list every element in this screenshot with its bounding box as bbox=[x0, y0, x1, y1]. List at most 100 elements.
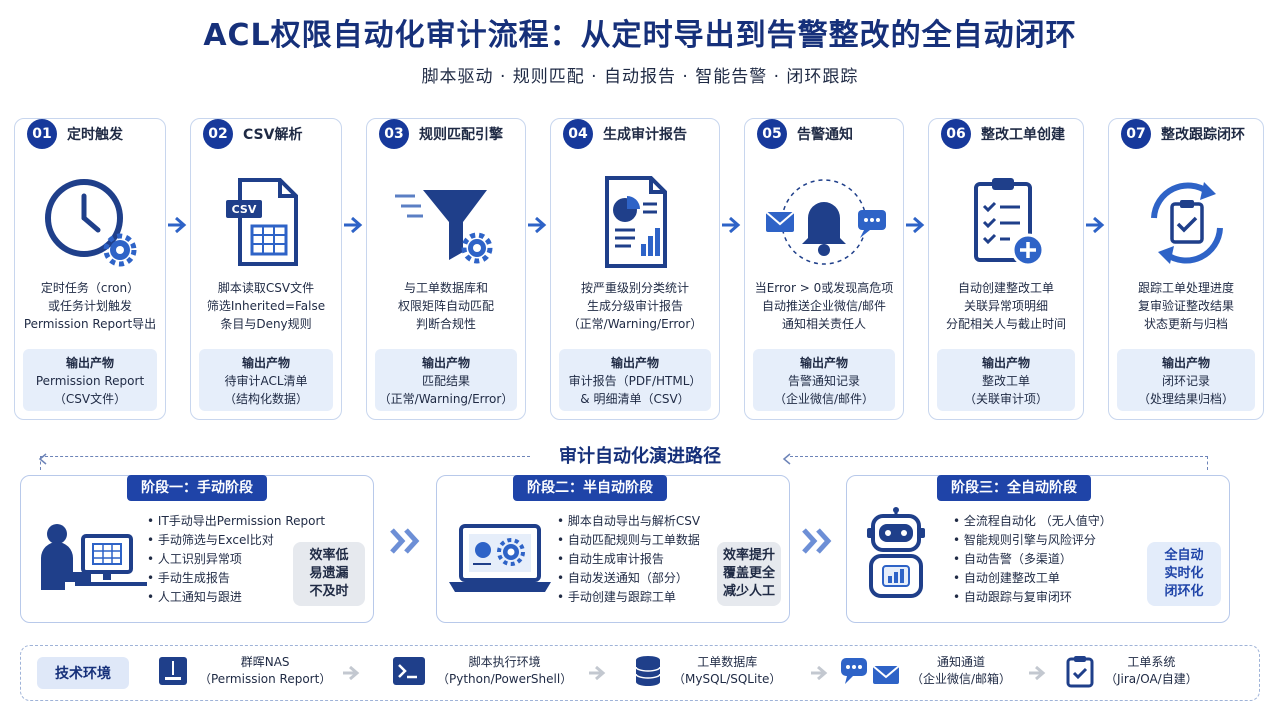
step-title: 整改跟踪闭环 bbox=[1161, 127, 1245, 143]
step-title: 整改工单创建 bbox=[981, 127, 1065, 143]
stage-card-2: 阶段二：半自动阶段 脚本自动导出与解析CSV 自动匹配规则与工单数据 自动生成审… bbox=[436, 475, 790, 623]
tech-text: （MySQL/SQLite） bbox=[673, 672, 782, 686]
step-desc-line: 条目与Deny规则 bbox=[220, 317, 312, 331]
note-line: 实时化 bbox=[1164, 566, 1204, 581]
person-computer-icon bbox=[35, 520, 155, 604]
note-line: 全自动 bbox=[1164, 548, 1204, 563]
tech-item-script-env: 脚本执行环境 （Python/PowerShell） bbox=[391, 654, 572, 688]
list-item: 人工通知与跟进 bbox=[147, 588, 325, 607]
csv-file-icon: CSV bbox=[191, 167, 341, 277]
nas-icon bbox=[159, 657, 187, 685]
clock-gear-icon bbox=[15, 167, 165, 277]
list-item: 自动匹配规则与工单数据 bbox=[557, 531, 700, 550]
step-output: 输出产物 闭环记录 （处理结果归档） bbox=[1117, 349, 1255, 411]
stage-list: 全流程自动化 （无人值守） 智能规则引擎与风险评分 自动告警（多渠道） 自动创建… bbox=[953, 512, 1112, 607]
step-output: 输出产物 告警通知记录 （企业微信/邮件） bbox=[753, 349, 895, 411]
funnel-gear-icon bbox=[367, 167, 525, 277]
dashed-arrow-left-icon bbox=[38, 453, 47, 465]
step-desc-line: 状态更新与归档 bbox=[1143, 317, 1228, 331]
output-line: 闭环记录 bbox=[1161, 374, 1210, 388]
step-card-6: 06 整改工单创建 自动创建整改工单 关联异常项明细 分配相关人与截止时间 输出… bbox=[928, 118, 1084, 420]
step-title: 定时触发 bbox=[67, 127, 123, 143]
flow-arrow-icon bbox=[722, 216, 741, 234]
step-card-2: 02 CSV解析 CSV 脚本读取CSV文件 筛选Inherited=False… bbox=[190, 118, 342, 420]
step-desc-line: 复审验证整改结果 bbox=[1137, 299, 1234, 313]
note-line: 减少人工 bbox=[722, 584, 775, 599]
csv-badge-text: CSV bbox=[232, 203, 257, 216]
double-chevron-icon bbox=[390, 528, 420, 554]
output-heading: 输出产物 bbox=[610, 356, 659, 370]
output-line: & 明细清单（CSV） bbox=[580, 392, 690, 406]
output-heading: 输出产物 bbox=[799, 356, 848, 370]
flow-arrow-icon bbox=[906, 216, 925, 234]
stage-card-1: 阶段一：手动阶段 IT手动导出Permission Report 手动筛选与Ex… bbox=[20, 475, 374, 623]
list-item: 自动告警（多渠道） bbox=[953, 550, 1112, 569]
step-number: 03 bbox=[379, 119, 409, 149]
list-item: 脚本自动导出与解析CSV bbox=[557, 512, 700, 531]
step-title: 告警通知 bbox=[797, 127, 853, 143]
stage-note: 效率低 易遗漏 不及时 bbox=[293, 542, 365, 606]
list-item: 手动筛选与Excel比对 bbox=[147, 531, 325, 550]
step-card-1: 01 定时触发 定时任务（cron） 或任务计划触发 Permission Re… bbox=[14, 118, 166, 420]
step-output: 输出产物 Permission Report （CSV文件） bbox=[23, 349, 157, 411]
double-chevron-icon bbox=[802, 528, 832, 554]
step-number: 01 bbox=[27, 119, 57, 149]
step-title: 生成审计报告 bbox=[603, 127, 687, 143]
note-line: 覆盖更全 bbox=[722, 566, 775, 581]
output-line: （企业微信/邮件） bbox=[773, 392, 875, 406]
step-card-4: 04 生成审计报告 按严重级别分类统计 生成分级审计报告 （正常/Warning… bbox=[550, 118, 720, 420]
output-heading: 输出产物 bbox=[981, 356, 1030, 370]
step-number: 07 bbox=[1121, 119, 1151, 149]
output-line: （结构化数据） bbox=[223, 392, 308, 406]
report-chart-icon bbox=[551, 167, 719, 277]
chat-mail-icon bbox=[841, 658, 900, 684]
output-line: （正常/Warning/Error） bbox=[378, 392, 514, 406]
stage-card-3: 阶段三：全自动阶段 全流程自动化 （无人值守） 智能规则引擎与风险评分 自动告警… bbox=[846, 475, 1230, 623]
tech-text: 工单系统 bbox=[1127, 655, 1176, 669]
stage-tag: 阶段一：手动阶段 bbox=[127, 475, 267, 501]
output-line: 整改工单 bbox=[981, 374, 1030, 388]
stage-note: 全自动 实时化 闭环化 bbox=[1147, 542, 1221, 606]
step-desc-line: 分配相关人与截止时间 bbox=[945, 317, 1066, 331]
tech-text: 工单数据库 bbox=[697, 655, 758, 669]
step-output: 输出产物 整改工单 （关联审计项） bbox=[937, 349, 1075, 411]
list-item: 自动发送通知（部分） bbox=[557, 569, 700, 588]
stage-list: 脚本自动导出与解析CSV 自动匹配规则与工单数据 自动生成审计报告 自动发送通知… bbox=[557, 512, 700, 607]
step-desc-line: 筛选Inherited=False bbox=[206, 299, 326, 313]
step-card-3: 03 规则匹配引擎 与工单数据库和 权限矩阵自动匹配 判断合规性 输出产物 匹配… bbox=[366, 118, 526, 420]
stage-tag: 阶段三：全自动阶段 bbox=[937, 475, 1091, 501]
step-title: CSV解析 bbox=[243, 127, 303, 143]
output-line: 告警通知记录 bbox=[787, 374, 860, 388]
step-desc-line: 通知相关责任人 bbox=[781, 317, 866, 331]
step-desc-line: 生成分级审计报告 bbox=[586, 299, 683, 313]
step-number: 04 bbox=[563, 119, 593, 149]
step-output: 输出产物 审计报告（PDF/HTML） & 明细清单（CSV） bbox=[559, 349, 711, 411]
bell-alert-icon bbox=[745, 167, 903, 277]
output-line: （CSV文件） bbox=[53, 392, 127, 406]
output-heading: 输出产物 bbox=[421, 356, 470, 370]
step-desc-line: 自动推送企业微信/邮件 bbox=[761, 299, 887, 313]
list-item: 人工识别异常项 bbox=[147, 550, 325, 569]
step-desc-line: （正常/Warning/Error） bbox=[567, 317, 703, 331]
step-desc-line: 按严重级别分类统计 bbox=[580, 281, 689, 295]
evolution-dashed-line-left bbox=[40, 456, 530, 457]
note-line: 易遗漏 bbox=[309, 566, 349, 581]
tech-text: 脚本执行环境 bbox=[468, 655, 541, 669]
tech-text: 通知通道 bbox=[937, 655, 986, 669]
note-line: 效率低 bbox=[309, 548, 349, 563]
terminal-icon bbox=[393, 657, 425, 685]
output-line: （关联审计项） bbox=[963, 392, 1048, 406]
step-number: 06 bbox=[941, 119, 971, 149]
dashed-line-down bbox=[40, 456, 41, 470]
list-item: 手动生成报告 bbox=[147, 569, 325, 588]
note-line: 闭环化 bbox=[1164, 584, 1204, 599]
tech-arrow-icon bbox=[811, 666, 828, 680]
step-desc-line: 判断合规性 bbox=[415, 317, 476, 331]
step-desc-line: 与工单数据库和 bbox=[403, 281, 488, 295]
tech-item-ticket-system: 工单系统 （Jira/OA/自建） bbox=[1065, 654, 1198, 688]
step-desc-line: Permission Report导出 bbox=[23, 317, 157, 331]
tech-item-notify: 通知通道 （企业微信/邮箱） bbox=[839, 654, 1011, 688]
robot-icon bbox=[861, 506, 931, 610]
list-item: 自动跟踪与复审闭环 bbox=[953, 588, 1112, 607]
step-desc-line: 脚本读取CSV文件 bbox=[217, 281, 315, 295]
